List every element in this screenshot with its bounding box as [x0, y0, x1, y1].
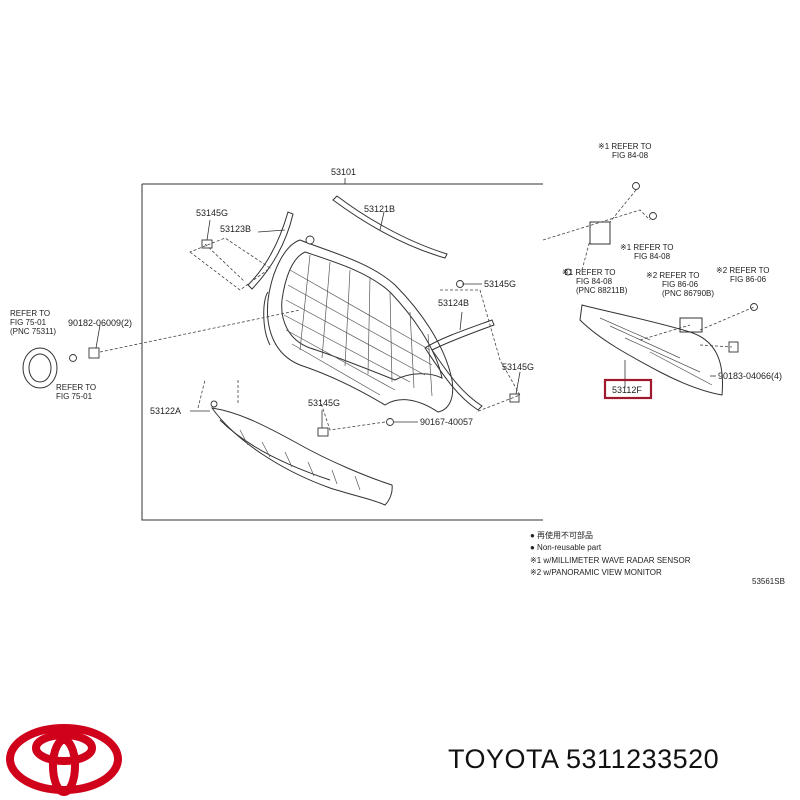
label-90183: 90183-04066(4) — [718, 371, 782, 381]
refer-left-top-3: (PNC 75311) — [10, 327, 56, 336]
part-highlight-box — [603, 378, 653, 400]
legend-line-2: ● Non-reusable part — [530, 543, 602, 552]
refer-right-center-1: ※2 REFER TO — [646, 271, 700, 280]
label-sheet-id: 53561SB — [752, 577, 785, 586]
lower-grille-53122a — [210, 407, 393, 506]
refer-left-top-1: REFER TO — [10, 309, 50, 318]
legend: ● 再使用不可部品 ● Non-reusable part ※1 w/MILLI… — [530, 530, 691, 577]
label-53145g-center: 53145G — [308, 398, 340, 408]
leader-lines — [95, 178, 716, 428]
label-90182: 90182-06009(2) — [68, 318, 132, 328]
assembly-dash-lines — [99, 189, 755, 431]
refer-notes: REFER TO FIG 75-01 (PNC 75311) REFER TO … — [10, 142, 770, 401]
refer-right-mid-2: FIG 84-08 — [634, 252, 671, 261]
refer-top-right-2: FIG 84-08 — [612, 151, 649, 160]
molding-53124b — [424, 319, 495, 411]
assembly-frame — [141, 183, 543, 521]
label-53145g-top: 53145G — [196, 208, 228, 218]
label-53145g-lower-right: 53145G — [502, 362, 534, 372]
label-53123b: 53123B — [220, 224, 251, 234]
brand-part-number: TOYOTA 5311233520 — [448, 744, 720, 774]
molding-53121b — [332, 195, 448, 259]
grille-assembly — [263, 239, 454, 413]
label-53124b: 53124B — [438, 298, 469, 308]
refer-top-right-1: ※1 REFER TO — [598, 142, 652, 151]
legend-line-1: ● 再使用不可部品 — [530, 530, 593, 540]
refer-right-center-2: FIG 86-06 — [662, 280, 699, 289]
refer-right-left-1: ※1 REFER TO — [562, 268, 616, 277]
label-53121b: 53121B — [364, 204, 395, 214]
emblem-icon — [22, 347, 58, 389]
refer-right-far-2: FIG 86-06 — [730, 275, 767, 284]
label-90167: 90167-40057 — [420, 417, 473, 427]
molding-53123b — [247, 211, 294, 290]
legend-line-3: ※1 w/MILLIMETER WAVE RADAR SENSOR — [530, 556, 691, 565]
refer-right-far-1: ※2 REFER TO — [716, 266, 770, 275]
refer-right-center-3: (PNC 86790B) — [662, 289, 714, 298]
toyota-logo-icon — [6, 724, 122, 796]
part-labels: 53101 53145G 53123B 53121B 53145G 53124B… — [68, 167, 785, 586]
legend-line-4: ※2 w/PANORAMIC VIEW MONITOR — [530, 568, 662, 577]
fasteners — [69, 182, 758, 437]
refer-left-bottom-2: FIG 75-01 — [56, 392, 93, 401]
grille-panel-53112f — [579, 221, 724, 396]
label-53145g-right: 53145G — [484, 279, 516, 289]
refer-left-top-2: FIG 75-01 — [10, 318, 47, 327]
label-53101: 53101 — [331, 167, 356, 177]
refer-right-mid-1: ※1 REFER TO — [620, 243, 674, 252]
label-53112f: 53112F — [612, 385, 642, 395]
refer-right-left-3: (PNC 88211B) — [576, 286, 628, 295]
label-53122a: 53122A — [150, 406, 181, 416]
refer-right-left-2: FIG 84-08 — [576, 277, 613, 286]
refer-left-bottom-1: REFER TO — [56, 383, 96, 392]
